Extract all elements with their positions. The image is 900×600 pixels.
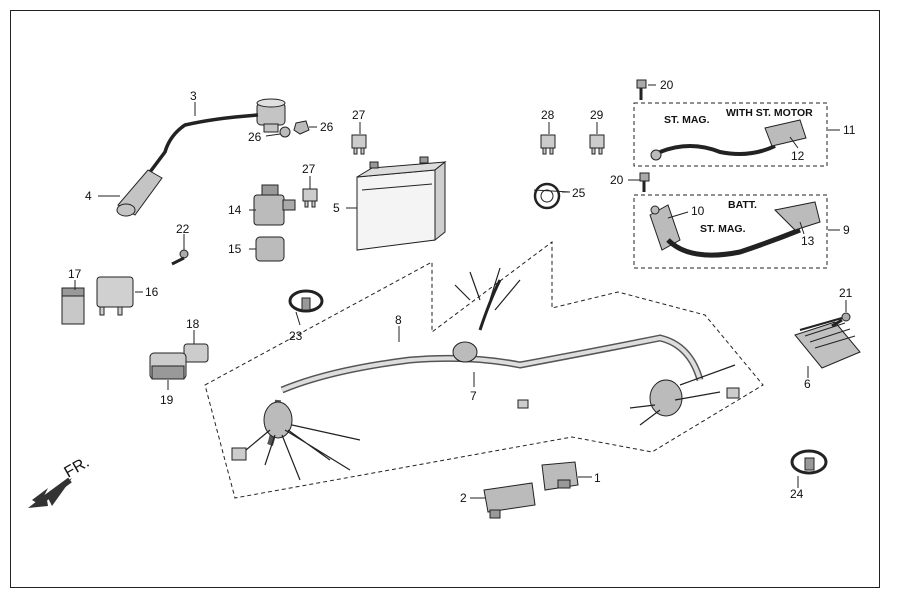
bolt-22 — [171, 249, 189, 266]
callout-8: 8 — [395, 313, 402, 327]
grommet-25 — [533, 182, 561, 210]
callout-15: 15 — [228, 242, 242, 256]
callout-17: 17 — [68, 267, 82, 281]
bolt-20-top — [636, 79, 647, 100]
label-front: FR. — [62, 454, 93, 482]
callout-6: 6 — [804, 377, 811, 391]
callout-16: 16 — [145, 285, 159, 299]
bolt-20-mid — [639, 172, 650, 192]
callout-27-mid: 27 — [302, 162, 316, 176]
harness-outline — [204, 241, 764, 499]
callout-23: 23 — [289, 329, 303, 343]
callout-14: 14 — [228, 203, 242, 217]
callout-11: 11 — [843, 123, 856, 137]
callout-20-top: 20 — [660, 78, 674, 92]
ignition-coil — [256, 98, 286, 133]
starter-cable-box — [633, 102, 828, 167]
fuse-29 — [589, 134, 605, 155]
callout-26-right: 26 — [320, 120, 334, 134]
regulator — [794, 317, 861, 369]
callout-13: 13 — [801, 234, 815, 248]
bolt-21 — [831, 312, 851, 328]
band-24 — [790, 449, 828, 475]
relay-cover — [255, 236, 285, 262]
callout-7: 7 — [470, 389, 477, 403]
fuse-box — [61, 287, 85, 325]
high-tension-cord — [148, 113, 259, 174]
callout-10: 10 — [691, 204, 705, 218]
callout-4: 4 — [85, 189, 92, 203]
callout-29: 29 — [590, 108, 604, 122]
cover-1 — [541, 461, 579, 491]
callout-12: 12 — [791, 149, 805, 163]
label-st-mag-bottom: ST. MAG. — [700, 223, 746, 235]
fuse-28 — [540, 134, 556, 155]
callout-18: 18 — [186, 317, 200, 331]
battery — [356, 156, 447, 251]
callout-25: 25 — [572, 186, 586, 200]
starter-relay — [253, 184, 296, 226]
callout-3: 3 — [190, 89, 197, 103]
band-23 — [288, 289, 324, 313]
callout-26-left: 26 — [248, 130, 262, 144]
label-st-mag-top: ST. MAG. — [664, 114, 710, 126]
callout-20-mid: 20 — [610, 173, 624, 187]
front-arrow-icon — [28, 477, 72, 508]
fuse-27-mid — [302, 188, 318, 208]
cover-2 — [483, 482, 536, 519]
label-with-st-motor: WITH ST. MOTOR — [726, 107, 813, 119]
callout-1: 1 — [594, 471, 601, 485]
callout-2: 2 — [460, 491, 467, 505]
fuse-27-top — [351, 134, 367, 155]
diagram-frame — [10, 10, 880, 588]
callout-5: 5 — [333, 201, 340, 215]
callout-9: 9 — [843, 223, 850, 237]
nut-26-left — [279, 126, 291, 138]
bracket-19 — [149, 352, 187, 380]
battery-cable — [649, 201, 821, 258]
relay-16 — [96, 276, 134, 316]
callout-27-top: 27 — [352, 108, 366, 122]
relay-18 — [183, 343, 209, 363]
callout-22: 22 — [176, 222, 190, 236]
callout-21: 21 — [839, 286, 853, 300]
callout-19: 19 — [160, 393, 174, 407]
spark-plug-cap — [116, 169, 163, 217]
label-batt: BATT. — [728, 199, 757, 211]
starter-cable — [650, 119, 807, 161]
main-harness — [231, 267, 740, 481]
callout-28: 28 — [541, 108, 555, 122]
nut-26-right — [293, 120, 310, 135]
callout-24: 24 — [790, 487, 804, 501]
